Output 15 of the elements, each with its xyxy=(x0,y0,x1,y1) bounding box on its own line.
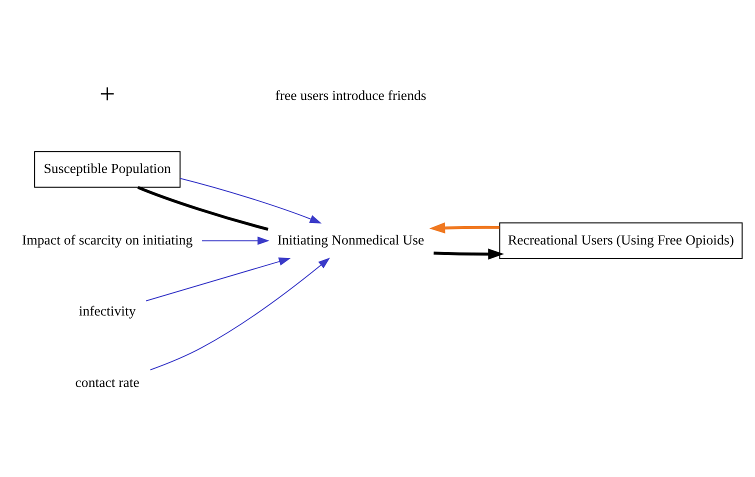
node-box: Susceptible Population xyxy=(34,150,181,188)
node-text: free users introduce friends xyxy=(275,87,426,102)
arrow xyxy=(150,257,330,370)
node-box: Recreational Users (Using Free Opioids) xyxy=(499,222,743,259)
label: + xyxy=(100,78,116,109)
connector xyxy=(137,185,268,230)
node-text: Initiating Nonmedical Use xyxy=(277,232,424,247)
arrow xyxy=(434,248,504,260)
arrow xyxy=(180,177,322,223)
arrow xyxy=(202,236,270,244)
arrow xyxy=(146,257,291,301)
node-text: Impact of scarcity on initiating xyxy=(22,232,193,247)
node-text: infectivity xyxy=(78,303,136,318)
node-text: contact rate xyxy=(75,374,140,390)
arrow xyxy=(429,222,500,233)
